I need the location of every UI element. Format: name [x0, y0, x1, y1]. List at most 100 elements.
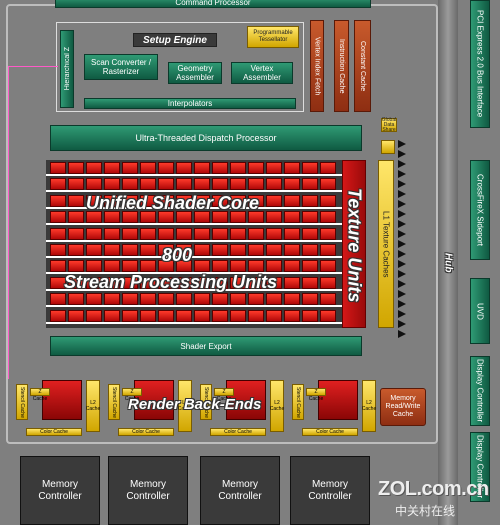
command-processor: Command Processor	[55, 0, 371, 8]
data-arrow-icon	[398, 170, 406, 178]
stream-core-cell	[248, 227, 264, 240]
rop-unit	[42, 380, 82, 420]
l1-texture-caches: L1 Texture Caches	[378, 160, 394, 328]
stream-core-cell	[140, 276, 156, 289]
stream-core-cell	[266, 260, 282, 273]
stream-core-cell	[284, 162, 300, 174]
stream-core-cell	[122, 244, 138, 256]
memory-controller-1: Memory Controller	[20, 456, 100, 525]
interpolators: Interpolators	[84, 98, 296, 109]
processor-count: 800	[162, 245, 193, 265]
stream-core-cell	[158, 244, 174, 256]
l2-cache: L2 Cache	[270, 380, 284, 432]
rop-unit	[134, 380, 174, 420]
stream-core-cell	[266, 194, 282, 207]
data-arrow-icon	[398, 250, 406, 258]
stream-core-cell	[104, 309, 120, 322]
stream-core-cell	[248, 178, 264, 191]
data-arrow-icon	[398, 270, 406, 278]
stream-core-cell	[302, 276, 318, 289]
stream-core-cell	[212, 293, 228, 306]
data-arrow-icon	[398, 280, 406, 288]
stream-core-cell	[194, 260, 210, 273]
z-cache: Z Cache	[30, 388, 50, 402]
stream-core-cell	[86, 162, 102, 174]
stream-core-cell	[194, 211, 210, 224]
stream-core-cell	[158, 178, 174, 191]
uvd: UVD	[470, 278, 490, 344]
stream-core-cell	[266, 293, 282, 306]
stream-core-cell	[302, 260, 318, 273]
hub-bar: Hub	[438, 0, 458, 525]
simd-row-divider	[46, 288, 342, 291]
stream-core-cell	[302, 309, 318, 322]
stream-core-cell	[104, 244, 120, 256]
simd-row-divider	[46, 174, 342, 176]
stream-core-cell	[230, 178, 246, 191]
stream-core-cell	[248, 293, 264, 306]
stream-core-cell	[302, 162, 318, 174]
stream-core-cell	[122, 260, 138, 273]
color-cache: Color Cache	[118, 428, 174, 436]
stream-core-cell	[68, 309, 84, 322]
stream-core-cell	[230, 194, 246, 207]
stencil-cache: Stencil Cache	[292, 384, 304, 420]
stream-core-cell	[212, 211, 228, 224]
stream-core-cell	[248, 211, 264, 224]
memory-controller-label: Memory Controller	[126, 478, 170, 502]
memory-controller-label: Memory Controller	[308, 478, 352, 502]
stream-core-cell	[86, 244, 102, 256]
stream-core-cell	[284, 260, 300, 273]
simd-row-divider	[46, 305, 342, 308]
stream-core-cell	[50, 260, 66, 273]
stream-core-cell	[266, 276, 282, 289]
stream-core-cell	[194, 162, 210, 174]
stream-core-cell	[86, 309, 102, 322]
texture-units-label: Texture Units	[344, 187, 365, 303]
stream-core-cell	[266, 178, 282, 191]
stream-core-cell	[194, 309, 210, 322]
stream-core-cell	[158, 162, 174, 174]
l2-cache: L2 Cache	[86, 380, 100, 432]
stream-core-cell	[284, 276, 300, 289]
stream-core-cell	[320, 178, 336, 191]
stream-core-cell	[104, 227, 120, 240]
stream-core-cell	[302, 178, 318, 191]
simd-array	[46, 160, 342, 328]
stream-core-cell	[50, 244, 66, 256]
constant-cache: Constant Cache	[354, 20, 371, 112]
data-arrow-icon	[398, 180, 406, 188]
simd-row-divider	[46, 256, 342, 258]
memory-controller-2: Memory Controller	[108, 456, 188, 525]
display-controller-2: Display Controller	[470, 432, 490, 502]
stream-core-cell	[176, 276, 192, 289]
color-cache: Color Cache	[302, 428, 358, 436]
stream-core-cell	[320, 309, 336, 322]
stream-core-cell	[86, 178, 102, 191]
shader-export: Shader Export	[50, 336, 362, 356]
memory-read-write-cache: Memory Read/Write Cache	[380, 388, 426, 426]
stream-core-cell	[122, 178, 138, 191]
color-cache: Color Cache	[26, 428, 82, 436]
stream-core-cell	[50, 178, 66, 191]
stream-core-cell	[158, 293, 174, 306]
stream-core-cell	[158, 276, 174, 289]
stream-core-cell	[320, 260, 336, 273]
stream-core-cell	[104, 194, 120, 207]
stream-core-cell	[122, 227, 138, 240]
stream-core-cell	[122, 194, 138, 207]
stream-core-cell	[266, 309, 282, 322]
stream-core-cell	[212, 194, 228, 207]
z-cache: Z Cache	[214, 388, 234, 402]
stream-core-cell	[68, 293, 84, 306]
stream-core-cell	[212, 276, 228, 289]
stream-core-cell	[68, 260, 84, 273]
stream-core-cell	[68, 211, 84, 224]
stream-core-cell	[320, 227, 336, 240]
stream-core-cell	[158, 194, 174, 207]
stream-core-cell	[320, 244, 336, 256]
stream-core-cell	[86, 211, 102, 224]
texture-units	[342, 160, 366, 328]
stream-core-cell	[86, 293, 102, 306]
connector-line	[8, 66, 9, 379]
